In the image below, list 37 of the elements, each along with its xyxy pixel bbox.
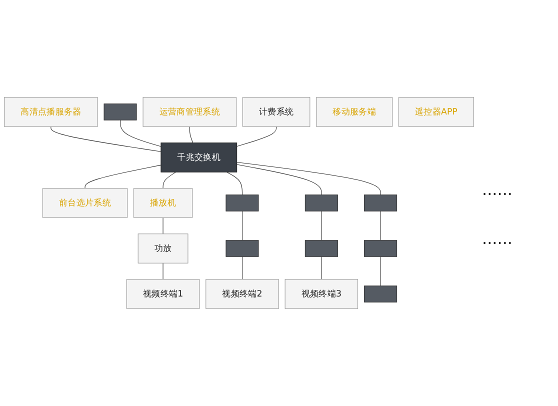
ellipsis-text: ...... bbox=[482, 229, 514, 248]
node-box bbox=[364, 286, 398, 302]
connector bbox=[50, 126, 162, 152]
connector bbox=[380, 210, 381, 241]
connector bbox=[84, 164, 162, 189]
node-box: 视频终端1 bbox=[126, 279, 200, 309]
connector bbox=[380, 256, 381, 286]
connector bbox=[189, 126, 194, 144]
node-box: 前台选片系统 bbox=[42, 188, 128, 218]
connector bbox=[162, 262, 164, 280]
node-box bbox=[364, 194, 398, 212]
connector bbox=[236, 164, 322, 196]
ellipsis-text: ...... bbox=[482, 180, 514, 199]
connector bbox=[120, 120, 162, 147]
connector bbox=[162, 172, 176, 189]
node-box: 遥控器APP bbox=[398, 97, 474, 127]
node-box: 高清点播服务器 bbox=[4, 97, 98, 127]
node-box: 视频终端2 bbox=[206, 279, 279, 309]
connector bbox=[226, 172, 242, 196]
node-box bbox=[304, 240, 338, 257]
node-box: 移动服务端 bbox=[316, 97, 393, 127]
connector bbox=[162, 217, 164, 234]
node-box bbox=[304, 194, 338, 212]
node-box: 播放机 bbox=[134, 188, 193, 218]
connector bbox=[321, 210, 322, 241]
connector bbox=[321, 256, 322, 280]
connector bbox=[236, 126, 277, 147]
node-box bbox=[226, 240, 259, 257]
node-box bbox=[226, 194, 259, 212]
node-box: 计费系统 bbox=[242, 97, 310, 127]
node-box: 视频终端3 bbox=[284, 279, 358, 309]
node-box bbox=[104, 104, 137, 120]
node-box: 功放 bbox=[138, 234, 188, 264]
node-box: 千兆交换机 bbox=[160, 142, 238, 172]
node-box: 运营商管理系统 bbox=[142, 97, 236, 127]
connector bbox=[236, 162, 381, 196]
node-box bbox=[364, 240, 398, 257]
